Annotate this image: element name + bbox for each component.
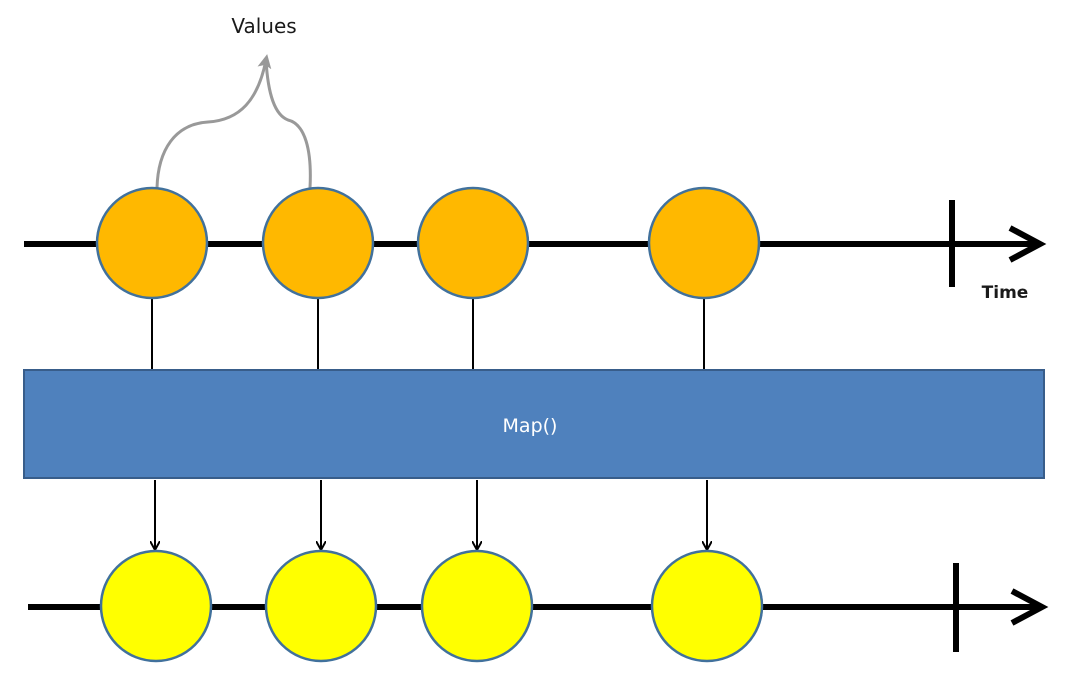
output-marble bbox=[650, 549, 764, 663]
output-timeline-arrowhead bbox=[1010, 588, 1049, 626]
input-marble bbox=[261, 186, 375, 300]
output-marbles bbox=[99, 549, 764, 663]
input-marbles bbox=[95, 186, 761, 300]
output-marble bbox=[420, 549, 534, 663]
values-arrow-left bbox=[155, 54, 272, 189]
map-operator: Map() bbox=[23, 369, 1045, 479]
input-marble bbox=[95, 186, 209, 300]
values-annotation-arrows bbox=[155, 54, 312, 189]
input-marble bbox=[647, 186, 761, 300]
values-label: Values bbox=[231, 14, 296, 38]
output-arrows bbox=[155, 480, 707, 548]
values-arrow-right bbox=[264, 59, 312, 189]
map-operator-box bbox=[23, 369, 1045, 479]
time-label: Time bbox=[982, 283, 1029, 303]
input-timeline-arrowhead bbox=[1008, 225, 1047, 263]
output-marble bbox=[264, 549, 378, 663]
input-connectors bbox=[151, 299, 705, 370]
input-marble bbox=[416, 186, 530, 300]
map-operator-label: Map() bbox=[503, 415, 558, 437]
output-marble bbox=[99, 549, 213, 663]
